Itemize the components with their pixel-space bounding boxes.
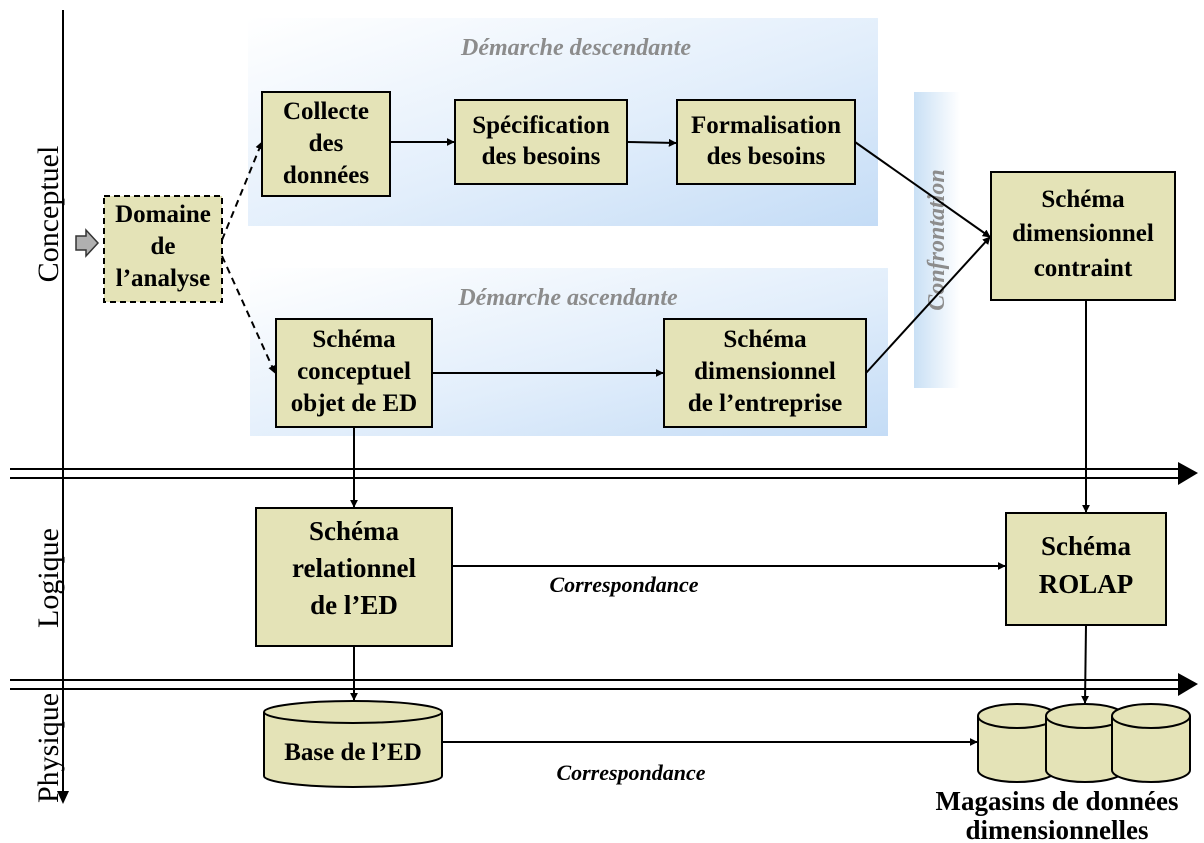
entry-arrow-icon [75, 228, 100, 258]
arrow-rolap-to-magasins [1081, 624, 1090, 704]
box-schema-entreprise-line1: Schéma [723, 326, 807, 353]
datamart-cylinders [977, 703, 1191, 783]
box-domaine-line2: de [151, 233, 176, 260]
box-formalisation-line2: des besoins [707, 143, 826, 170]
region-confrontation [914, 92, 960, 388]
box-schema-entreprise-line3: de l’entreprise [688, 390, 842, 417]
database-cylinder-base: Base de l’ED [263, 700, 443, 788]
box-schema-conceptuel: Schéma conceptuel objet de ED [275, 318, 433, 428]
box-specification: Spécification des besoins [454, 99, 628, 185]
base-label: Base de l’ED [284, 739, 422, 766]
box-schema-conceptuel-line3: objet de ED [291, 390, 417, 417]
datamart-cylinder-1 [977, 703, 1057, 783]
correspondance-physique-label: Correspondance [556, 760, 705, 785]
box-schema-entreprise: Schéma dimensionnel de l’entreprise [663, 318, 867, 428]
arrow-specification-to-formalisation [626, 138, 677, 147]
box-domaine: Domaine de l’analyse [103, 195, 223, 303]
box-schema-entreprise-line2: dimensionnel [694, 358, 836, 385]
box-specification-line1: Spécification [472, 112, 610, 139]
box-schema-contraint-line3: contraint [1034, 255, 1133, 282]
level-axis-arrowhead [57, 791, 69, 804]
box-formalisation: Formalisation des besoins [676, 99, 856, 185]
box-schema-rolap-line2: ROLAP [1039, 569, 1134, 599]
box-schema-conceptuel-line1: Schéma [312, 326, 396, 353]
demarche-descendante-title: Démarche descendante [460, 35, 691, 61]
level-label-conceptuel: Conceptuel [32, 146, 65, 283]
level-label-physique: Physique [32, 693, 65, 803]
demarche-ascendante-title: Démarche ascendante [457, 285, 678, 311]
level-label-logique: Logique [32, 528, 65, 628]
box-formalisation-line1: Formalisation [691, 112, 841, 139]
box-domaine-line1: Domaine [115, 201, 211, 228]
arrow-formalisation-to-contraint [854, 141, 991, 238]
magasins-label-line2: dimensionnelles [965, 815, 1148, 843]
box-schema-contraint-line1: Schéma [1041, 186, 1125, 213]
box-collecte-line3: données [283, 162, 369, 189]
box-schema-relationnel-line1: Schéma [309, 516, 399, 546]
box-schema-relationnel-line2: relationnel [292, 553, 416, 583]
box-schema-relationnel: Schéma relationnel de l’ED [255, 507, 453, 647]
correspondance-logique-label: Correspondance [549, 572, 698, 597]
arrow-domaine-to-collecte [221, 141, 263, 241]
box-schema-conceptuel-line2: conceptuel [297, 358, 411, 385]
magasins-label-line1: Magasins de données [935, 786, 1178, 816]
box-domaine-line3: l’analyse [116, 265, 210, 292]
box-schema-contraint: Schéma dimensionnel contraint [990, 171, 1176, 301]
box-collecte-line1: Collecte [283, 98, 369, 125]
arrow-domaine-to-schema-conceptuel [221, 255, 276, 374]
arrow-entreprise-to-contraint [865, 236, 991, 374]
datamart-cylinder-3 [1111, 703, 1191, 783]
box-specification-line2: des besoins [482, 143, 601, 170]
confrontation-label: Confrontation [924, 169, 950, 310]
box-collecte: Collecte des données [261, 91, 391, 197]
box-schema-relationnel-line3: de l’ED [310, 590, 398, 620]
separator-logique-physique [10, 673, 1198, 696]
box-collecte-line2: des [309, 130, 344, 157]
box-schema-contraint-line2: dimensionnel [1012, 220, 1154, 247]
box-schema-rolap-line1: Schéma [1041, 531, 1131, 561]
separator-conceptuel-logique [10, 462, 1198, 485]
